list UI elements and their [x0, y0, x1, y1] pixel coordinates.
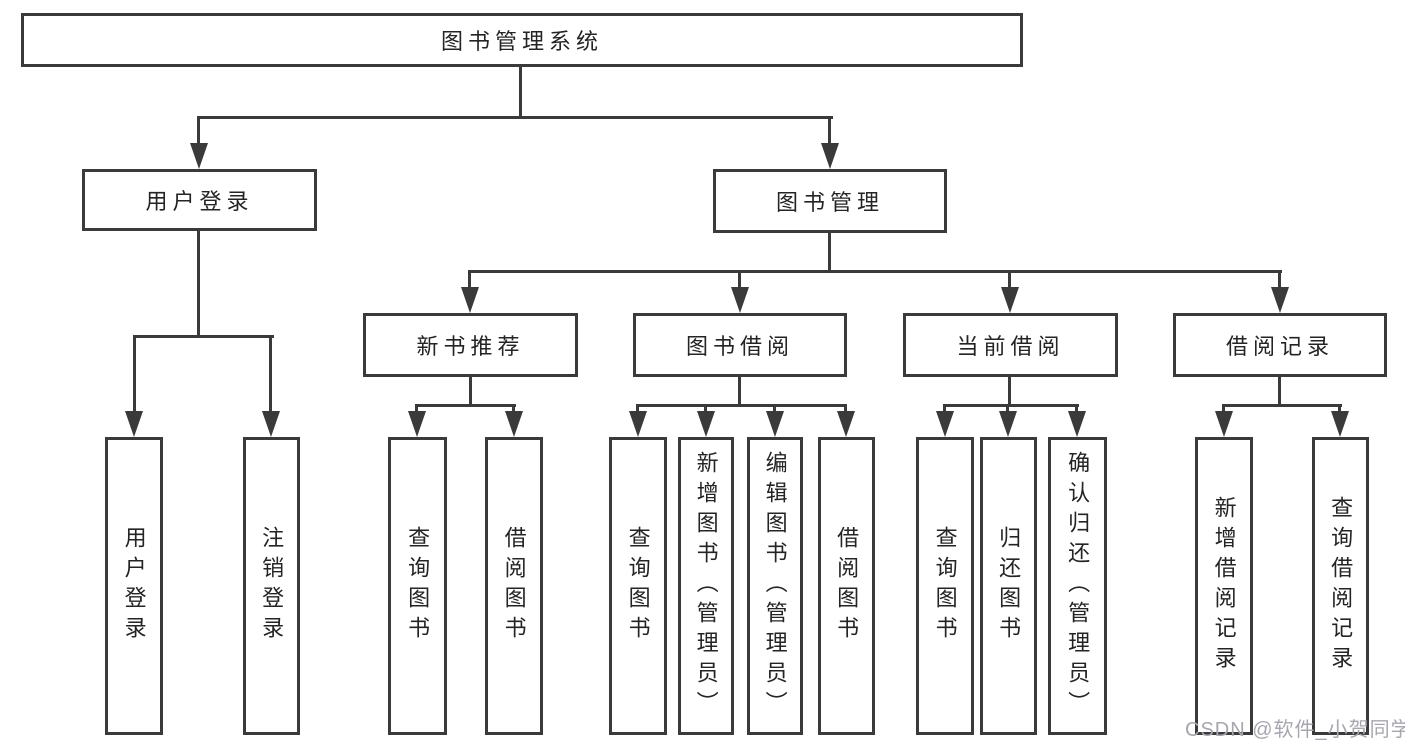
node-current-borrowing: 当前借阅 — [903, 313, 1118, 377]
leaf-query-borrow-record-label: 查询借阅记录 — [1328, 496, 1354, 676]
leaf-query-books-recommend-label: 查询图书 — [405, 526, 431, 646]
connector-line — [943, 404, 1079, 407]
arrowhead-icon — [1271, 287, 1289, 313]
connector-line — [1006, 406, 1009, 414]
leaf-logout: 注销登录 — [243, 437, 300, 735]
leaf-logout-label: 注销登录 — [259, 526, 285, 646]
arrowhead-icon — [697, 411, 715, 437]
connector-line — [133, 335, 274, 338]
node-new-book-recommend: 新书推荐 — [363, 313, 578, 377]
connector-line — [197, 118, 200, 146]
arrowhead-icon — [125, 411, 143, 437]
leaf-query-borrow-record: 查询借阅记录 — [1312, 437, 1369, 735]
leaf-query-books-current: 查询图书 — [916, 437, 974, 735]
leaf-query-books-borrow: 查询图书 — [609, 437, 667, 735]
arrowhead-icon — [731, 287, 749, 313]
arrowhead-icon — [1331, 411, 1349, 437]
leaf-add-books-admin: 新增图书（管理员） — [678, 437, 734, 735]
arrowhead-icon — [262, 411, 280, 437]
node-user-login: 用户登录 — [82, 169, 317, 231]
connector-line — [738, 377, 741, 407]
leaf-edit-books-admin-label: 编辑图书（管理员） — [762, 451, 788, 721]
connector-line — [828, 118, 831, 146]
leaf-borrow-books-recommend: 借阅图书 — [485, 437, 543, 735]
arrowhead-icon — [408, 411, 426, 437]
leaf-user-login-label: 用户登录 — [121, 526, 147, 646]
arrowhead-icon — [821, 143, 839, 169]
leaf-query-books-borrow-label: 查询图书 — [625, 526, 651, 646]
node-book-management-label: 图书管理 — [775, 190, 884, 215]
connector-line — [1338, 406, 1341, 414]
connector-line — [773, 406, 776, 414]
connector-line — [636, 406, 639, 414]
arrowhead-icon — [190, 143, 208, 169]
connector-line — [269, 337, 272, 413]
connector-line — [1222, 406, 1225, 414]
leaf-query-books-current-label: 查询图书 — [932, 526, 958, 646]
connector-line — [512, 406, 515, 414]
connector-line — [1008, 272, 1011, 289]
node-root-label: 图书管理系统 — [440, 29, 603, 54]
arrowhead-icon — [999, 411, 1017, 437]
connector-line — [133, 337, 136, 413]
connector-line — [468, 272, 471, 289]
connector-line — [1278, 272, 1281, 289]
node-user-login-label: 用户登录 — [145, 189, 254, 214]
node-book-borrowing: 图书借阅 — [633, 313, 847, 377]
connector-line — [519, 67, 522, 119]
node-book-management: 图书管理 — [713, 169, 947, 233]
connector-line — [943, 406, 946, 414]
connector-line — [844, 406, 847, 414]
leaf-borrow-books: 借阅图书 — [818, 437, 875, 735]
node-new-book-recommend-label: 新书推荐 — [416, 334, 525, 359]
arrowhead-icon — [837, 411, 855, 437]
leaf-confirm-return-admin-label: 确认归还（管理员） — [1065, 451, 1091, 721]
node-root: 图书管理系统 — [21, 13, 1023, 67]
leaf-return-books: 归还图书 — [980, 437, 1037, 735]
connector-line — [1008, 377, 1011, 407]
node-current-borrowing-label: 当前借阅 — [956, 334, 1065, 359]
node-borrow-records-label: 借阅记录 — [1225, 334, 1334, 359]
arrowhead-icon — [936, 411, 954, 437]
node-borrow-records: 借阅记录 — [1173, 313, 1387, 377]
node-book-borrowing-label: 图书借阅 — [685, 334, 794, 359]
arrowhead-icon — [1215, 411, 1233, 437]
arrowhead-icon — [766, 411, 784, 437]
arrowhead-icon — [629, 411, 647, 437]
connector-line — [415, 406, 418, 414]
leaf-return-books-label: 归还图书 — [996, 526, 1022, 646]
arrowhead-icon — [461, 287, 479, 313]
leaf-add-borrow-record: 新增借阅记录 — [1195, 437, 1253, 735]
connector-line — [469, 377, 472, 407]
leaf-borrow-books-recommend-label: 借阅图书 — [501, 526, 527, 646]
connector-line — [1075, 406, 1078, 414]
leaf-borrow-books-label: 借阅图书 — [834, 526, 860, 646]
leaf-edit-books-admin: 编辑图书（管理员） — [747, 437, 803, 735]
leaf-add-books-admin-label: 新增图书（管理员） — [693, 451, 719, 721]
connector-line — [197, 116, 833, 119]
connector-line — [636, 404, 847, 407]
leaf-confirm-return-admin: 确认归还（管理员） — [1048, 437, 1107, 735]
arrowhead-icon — [505, 411, 523, 437]
connector-line — [415, 404, 516, 407]
arrowhead-icon — [1068, 411, 1086, 437]
connector-line — [828, 232, 831, 273]
leaf-add-borrow-record-label: 新增借阅记录 — [1211, 496, 1237, 676]
arrowhead-icon — [1001, 287, 1019, 313]
connector-line — [738, 272, 741, 289]
connector-line — [704, 406, 707, 414]
connector-line — [468, 270, 1282, 273]
csdn-watermark: CSDN @软件_小贺同学 — [1185, 719, 1405, 741]
connector-line — [1222, 404, 1342, 407]
connector-line — [197, 231, 200, 338]
connector-line — [1278, 377, 1281, 407]
leaf-query-books-recommend: 查询图书 — [388, 437, 447, 735]
leaf-user-login: 用户登录 — [105, 437, 163, 735]
